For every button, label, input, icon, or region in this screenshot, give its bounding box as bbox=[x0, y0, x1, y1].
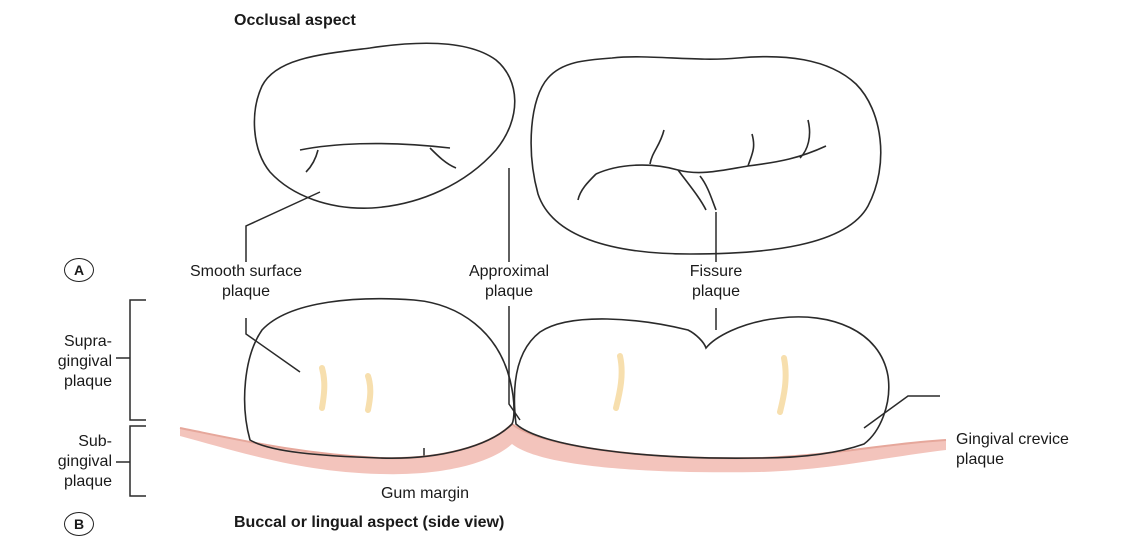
sub-gingival-line1: Sub- bbox=[26, 432, 112, 452]
side-view-title: Buccal or lingual aspect (side view) bbox=[234, 514, 504, 532]
approximal-line2: plaque bbox=[424, 282, 594, 302]
molar-side-outline bbox=[514, 317, 888, 458]
supra-gingival-plaque-label: Supra- gingival plaque bbox=[26, 332, 112, 392]
fissure-line1: Fissure bbox=[646, 262, 786, 282]
plaque-streak bbox=[368, 376, 370, 410]
panel-a-badge: A bbox=[64, 258, 94, 282]
panel-b-badge: B bbox=[64, 512, 94, 536]
sub-gingival-plaque-label: Sub- gingival plaque bbox=[26, 432, 112, 492]
plaque-streak bbox=[616, 356, 622, 408]
premolar-fissure bbox=[300, 144, 456, 172]
molar-occlusal-outline bbox=[531, 57, 881, 254]
occlusal-teeth bbox=[254, 43, 880, 254]
supra-gingival-line2: gingival bbox=[26, 352, 112, 372]
premolar-side-outline bbox=[245, 299, 514, 458]
side-teeth bbox=[245, 299, 889, 458]
approximal-line1: Approximal bbox=[424, 262, 594, 282]
smooth-surface-line2: plaque bbox=[156, 282, 336, 302]
sub-gingival-bracket bbox=[130, 426, 146, 496]
supra-gingival-line3: plaque bbox=[26, 372, 112, 392]
sub-gingival-line3: plaque bbox=[26, 472, 112, 492]
gingival-crevice-leader bbox=[864, 396, 940, 428]
occlusal-aspect-title: Occlusal aspect bbox=[234, 12, 356, 30]
supra-gingival-bracket bbox=[130, 300, 146, 420]
smooth-surface-line1: Smooth surface bbox=[156, 262, 336, 282]
smooth-surface-plaque-label: Smooth surface plaque bbox=[156, 262, 336, 302]
gingival-crevice-plaque-label: Gingival crevice plaque bbox=[956, 430, 1136, 470]
approximal-plaque-label: Approximal plaque bbox=[424, 262, 594, 302]
molar-fissure bbox=[578, 120, 826, 210]
gingival-crevice-line2: plaque bbox=[956, 450, 1136, 470]
supra-gingival-line1: Supra- bbox=[26, 332, 112, 352]
fissure-line2: plaque bbox=[646, 282, 786, 302]
smooth-surface-leader bbox=[246, 192, 320, 262]
fissure-plaque-label: Fissure plaque bbox=[646, 262, 786, 302]
plaque-streaks bbox=[322, 356, 786, 412]
plaque-streak bbox=[322, 368, 324, 408]
premolar-occlusal-outline bbox=[254, 43, 514, 208]
gum-margin-label: Gum margin bbox=[340, 484, 510, 504]
sub-gingival-line2: gingival bbox=[26, 452, 112, 472]
gingival-crevice-line1: Gingival crevice bbox=[956, 430, 1136, 450]
plaque-streak bbox=[780, 358, 786, 412]
